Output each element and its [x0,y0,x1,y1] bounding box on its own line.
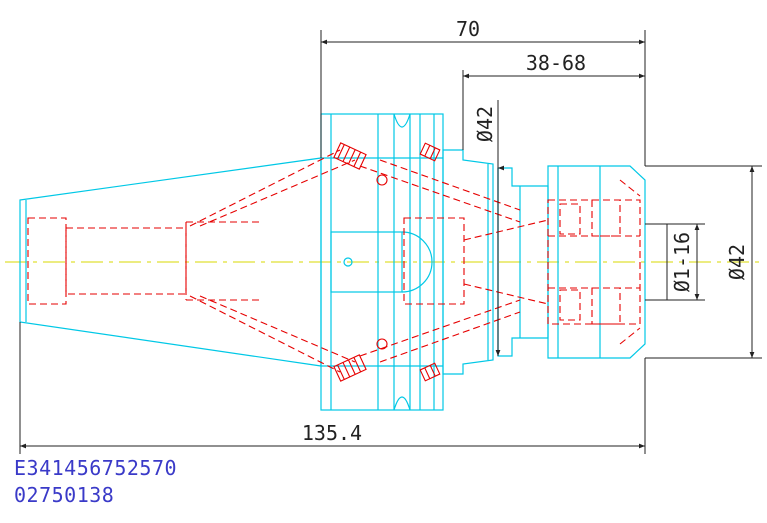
holder-outline [19,113,646,411]
coolant-channel-lower [189,295,341,373]
dim-label-70: 70 [456,17,480,41]
dim-label-nut-dia: Ø42 [725,244,749,280]
part-code-2: 02750138 [14,483,115,507]
dim-label-clamp: Ø1-16 [670,232,694,292]
collet-nut [547,165,646,359]
drive-slot [330,231,403,293]
set-screw-lower [333,354,367,382]
part-code-1: E341456752570 [14,456,178,480]
dim-label-135: 135.4 [302,421,362,445]
dimensions [19,30,762,454]
dim-label-flange-dia: Ø42 [473,106,497,142]
dim-label-38-68: 38-68 [526,51,586,75]
neck [442,149,494,375]
set-screws [333,142,441,382]
set-screw-upper [333,142,367,170]
shank-bore [27,217,67,305]
center-hole [343,257,353,267]
coolant-channel-upper [189,149,341,227]
